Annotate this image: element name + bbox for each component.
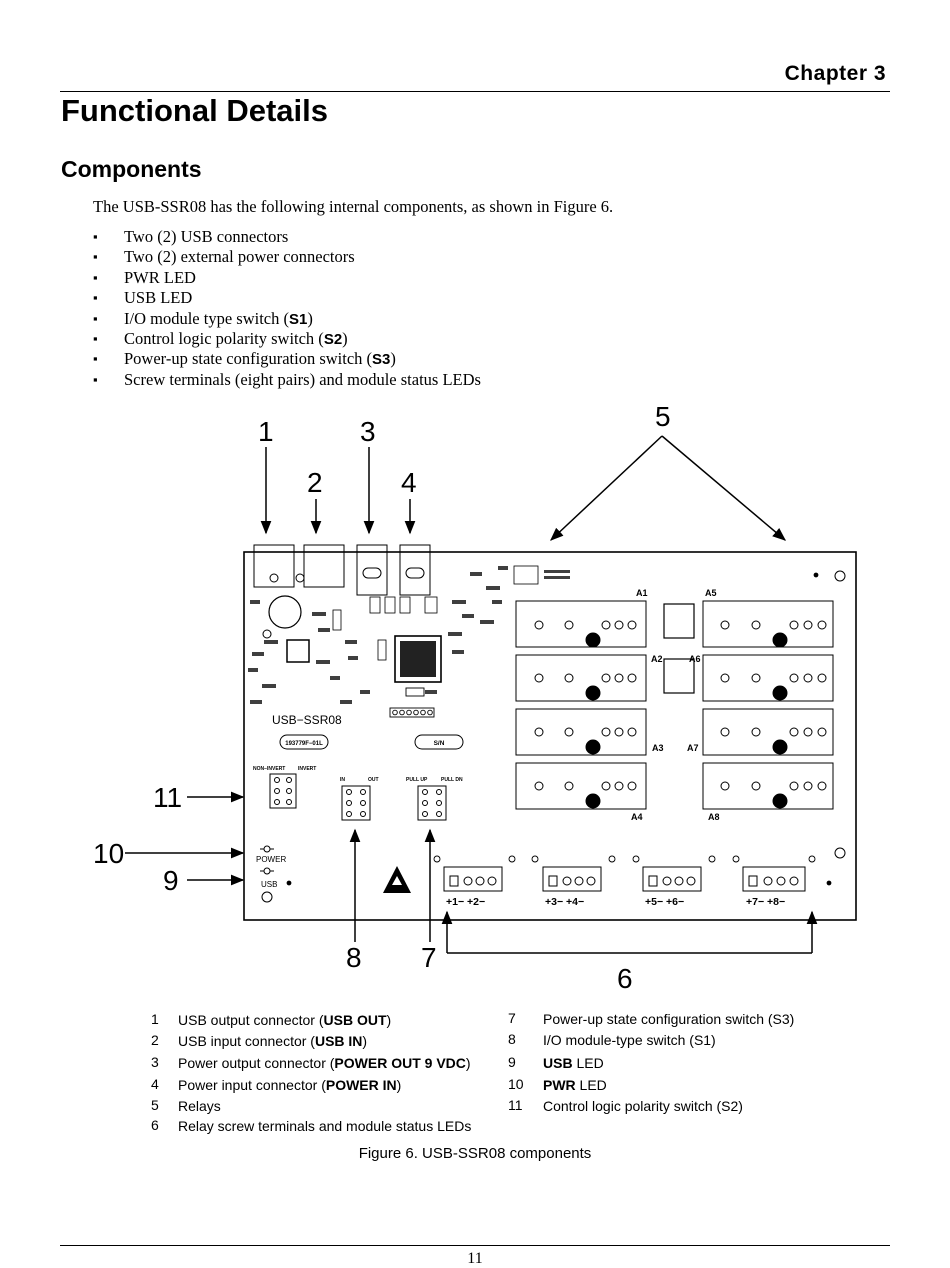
usb-led <box>260 867 274 875</box>
callout-1: 1 <box>258 416 274 447</box>
relay-left-3 <box>515 708 647 756</box>
relay-label-a7: A7 <box>687 743 699 753</box>
connector-usb-out <box>253 544 295 588</box>
relay-bank <box>515 600 834 810</box>
serial-box <box>414 734 464 750</box>
serial-label: S/N <box>434 740 445 747</box>
list-item: Two (2) USB connectors <box>93 227 481 248</box>
pwr-led <box>260 845 274 853</box>
callout-11: 11 <box>153 782 182 813</box>
switch-s1 <box>341 785 371 821</box>
s3-right-label: PULL DN <box>441 777 463 783</box>
relay-label-a6: A6 <box>689 654 701 664</box>
callout-3: 3 <box>360 416 376 447</box>
connector-power-out <box>356 544 388 596</box>
terminal-block-4 <box>742 866 806 892</box>
list-item: PWR LED <box>93 268 481 289</box>
relay-label-a8: A8 <box>708 812 720 822</box>
s1-left-label: IN <box>340 777 345 783</box>
terminal-label-1: +1− +2− <box>446 896 485 908</box>
figure-caption: Figure 6. USB-SSR08 components <box>358 1145 592 1162</box>
relay-left-1 <box>515 600 647 648</box>
list-item: USB LED <box>93 288 481 309</box>
relay-label-a5: A5 <box>705 588 717 598</box>
relay-label-a4: A4 <box>631 812 643 822</box>
terminal-blocks <box>433 855 816 892</box>
esd-warning-icon <box>383 866 411 893</box>
callout-10: 10 <box>93 838 124 869</box>
relay-left-4 <box>515 762 647 810</box>
terminal-label-2: +3− +4− <box>545 896 584 908</box>
component-area <box>248 565 846 903</box>
terminal-leds <box>433 855 816 863</box>
switch-s2 <box>269 773 297 809</box>
part-number-label: 193779F−01L <box>285 741 323 747</box>
board-outline <box>243 551 857 921</box>
relay-label-a3: A3 <box>652 743 664 753</box>
list-item: Control logic polarity switch (S2) <box>93 329 481 350</box>
terminal-label-3: +5− +6− <box>645 896 684 908</box>
terminal-block-1 <box>443 866 503 892</box>
callout-7: 7 <box>421 942 437 973</box>
list-item: Two (2) external power connectors <box>93 247 481 268</box>
header-rule <box>60 91 890 92</box>
s2-right-label: INVERT <box>298 766 316 772</box>
callout-2: 2 <box>307 467 323 498</box>
board-model-label: USB−SSR08 <box>272 713 342 727</box>
intro-paragraph: The USB-SSR08 has the following internal… <box>93 197 614 216</box>
part-number-box <box>279 734 329 750</box>
terminal-label-4: +7− +8− <box>746 896 785 908</box>
list-item: Power-up state configuration switch (S3) <box>93 349 481 370</box>
s3-left-label: PULL UP <box>406 777 428 783</box>
page-number: 11 <box>467 1250 483 1267</box>
relay-right-4 <box>702 762 834 810</box>
power-label: POWER <box>256 855 286 864</box>
chapter-heading: Chapter 3 <box>784 62 886 85</box>
list-item: I/O module type switch (S1) <box>93 309 481 330</box>
callout-9: 9 <box>163 865 179 896</box>
callout-8: 8 <box>346 942 362 973</box>
board-diagram: USB−SSR08 193779F−01L S/N A1 A2 A3 A4 A5… <box>93 401 857 994</box>
page-title: Functional Details <box>61 93 328 128</box>
relay-label-a2: A2 <box>651 654 663 664</box>
switch-s3 <box>417 785 447 821</box>
footer-rule <box>60 1245 890 1246</box>
component-list: Two (2) USB connectors Two (2) external … <box>93 227 481 391</box>
relay-label-a1: A1 <box>636 588 648 598</box>
connector-usb-in <box>295 544 345 588</box>
list-item: Screw terminals (eight pairs) and module… <box>93 370 481 391</box>
relay-left-2 <box>515 654 647 702</box>
s2-left-label: NON−INVERT <box>253 766 285 772</box>
terminal-block-3 <box>642 866 702 892</box>
section-heading: Components <box>61 156 202 182</box>
terminal-block-2 <box>542 866 602 892</box>
callout-bracket-6 <box>441 910 818 954</box>
usb-label: USB <box>261 880 277 889</box>
relay-right-3 <box>702 708 834 756</box>
callout-arrows <box>125 435 787 942</box>
relay-right-1 <box>702 600 834 648</box>
connector-power-in <box>399 544 431 596</box>
callout-6: 6 <box>617 963 633 994</box>
callout-5: 5 <box>655 401 671 432</box>
relay-right-2 <box>702 654 834 702</box>
callout-4: 4 <box>401 467 417 498</box>
s1-right-label: OUT <box>368 777 379 783</box>
